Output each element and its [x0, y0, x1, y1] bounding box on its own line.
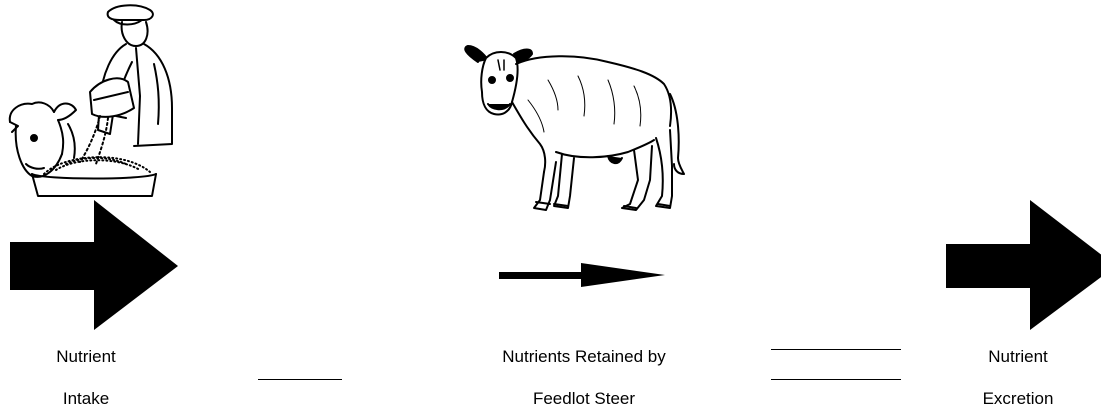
intake-label-line1: Nutrient [20, 347, 152, 367]
excretion-label-line1: Nutrient [958, 347, 1078, 367]
answer-line-equals-top [771, 349, 901, 350]
answer-line-equals-bottom [771, 379, 901, 380]
excretion-arrow [944, 200, 1101, 330]
answer-line-minus [258, 379, 342, 380]
steer-illustration [458, 40, 690, 218]
excretion-label-line2: Excretion [958, 389, 1078, 409]
retained-label-line2: Feedlot Steer [466, 389, 702, 409]
farmer-feeding-calf-illustration [4, 4, 184, 198]
retained-arrow [497, 263, 667, 293]
intake-label-line2: Intake [20, 389, 152, 409]
retained-label-line1: Nutrients Retained by [466, 347, 702, 367]
intake-arrow [8, 200, 180, 330]
